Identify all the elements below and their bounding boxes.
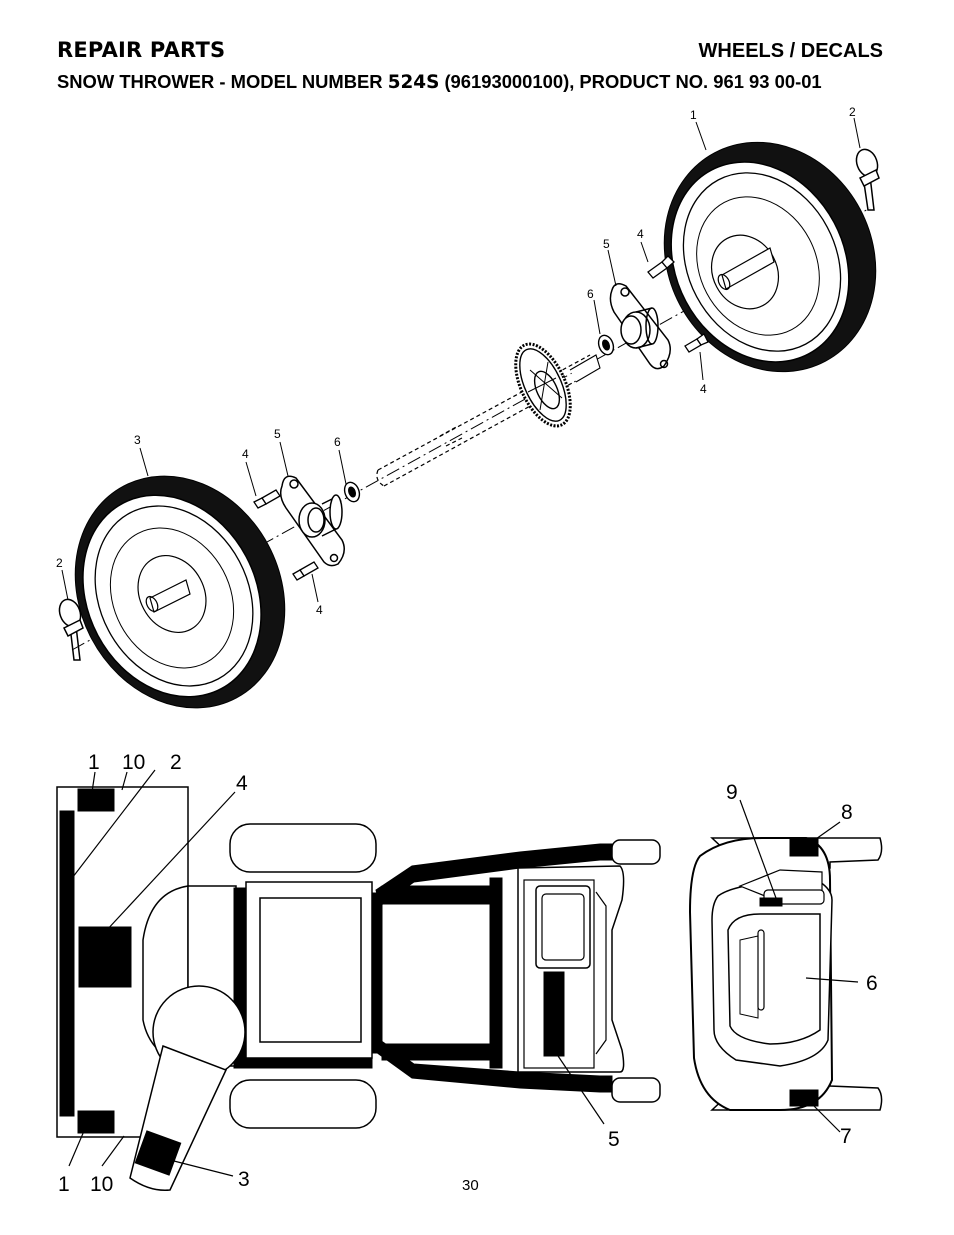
callout: 4 <box>316 603 323 617</box>
callout: 6 <box>334 435 341 449</box>
callout: 5 <box>608 1128 620 1151</box>
decal-1-bottom <box>77 1110 115 1134</box>
callout: 1 <box>690 108 697 122</box>
callout: 9 <box>726 781 738 804</box>
wheel-leader-lines <box>61 117 861 603</box>
decal-leader-lines <box>65 769 859 1177</box>
model-subtitle: SNOW THROWER - MODEL NUMBER 524S (961930… <box>57 71 822 93</box>
top-wheel-lower <box>229 1079 377 1129</box>
callout: 6 <box>587 287 594 301</box>
callout: 4 <box>637 227 644 241</box>
model-number: 524S <box>387 72 440 93</box>
wheel-callouts: 1 2 5 4 6 4 3 4 5 6 2 4 <box>56 105 856 617</box>
rear-view <box>688 837 883 1111</box>
callout: 1 <box>58 1173 70 1196</box>
engine-cover <box>259 897 362 1043</box>
decal-5 <box>543 971 565 1057</box>
callout: 4 <box>242 447 249 461</box>
decal-callouts: 1 10 2 4 1 10 3 9 8 6 5 7 <box>58 751 878 1196</box>
decal-4 <box>78 926 132 988</box>
page-number: 30 <box>462 1177 479 1194</box>
right-ring-pin <box>855 148 880 211</box>
callout: 7 <box>840 1125 852 1148</box>
callout: 5 <box>603 237 610 251</box>
left-bolts <box>253 489 319 581</box>
top-wheel-upper <box>229 823 377 873</box>
decal-9 <box>759 897 783 907</box>
housing-stripe-decal <box>59 810 75 1117</box>
section-title: REPAIR PARTS <box>57 38 226 62</box>
callout: 8 <box>841 801 853 824</box>
wheels-exploded-view <box>58 117 880 709</box>
axle-shaft <box>376 354 597 487</box>
callout: 2 <box>170 751 182 774</box>
callout: 1 <box>88 751 100 774</box>
axle-gear <box>514 342 601 428</box>
left-tire <box>74 475 286 709</box>
callout: 2 <box>56 556 63 570</box>
decal-7 <box>789 1089 819 1107</box>
subtitle-suffix: (96193000100), PRODUCT NO. 961 93 00-01 <box>439 71 822 92</box>
subtitle-prefix: SNOW THROWER - MODEL NUMBER <box>57 71 388 92</box>
decal-1-top <box>77 788 115 812</box>
left-flange-bearing <box>279 475 345 567</box>
left-ring-pin <box>58 598 84 661</box>
callout: 2 <box>849 105 856 119</box>
callout: 5 <box>274 427 281 441</box>
callout: 6 <box>866 972 878 995</box>
right-bolts <box>647 255 709 353</box>
callout: 4 <box>700 382 707 396</box>
right-tire <box>663 141 877 373</box>
decal-3 <box>134 1130 182 1176</box>
left-washer <box>343 481 361 503</box>
right-washer <box>597 334 615 356</box>
callout: 10 <box>122 751 145 774</box>
page-heading: WHEELS / DECALS <box>698 40 883 62</box>
callout: 3 <box>238 1168 250 1191</box>
callout: 4 <box>236 772 248 795</box>
callout: 10 <box>90 1173 113 1196</box>
callout: 3 <box>134 433 141 447</box>
decals-top-view <box>56 769 883 1191</box>
right-flange-bearing <box>609 283 671 370</box>
